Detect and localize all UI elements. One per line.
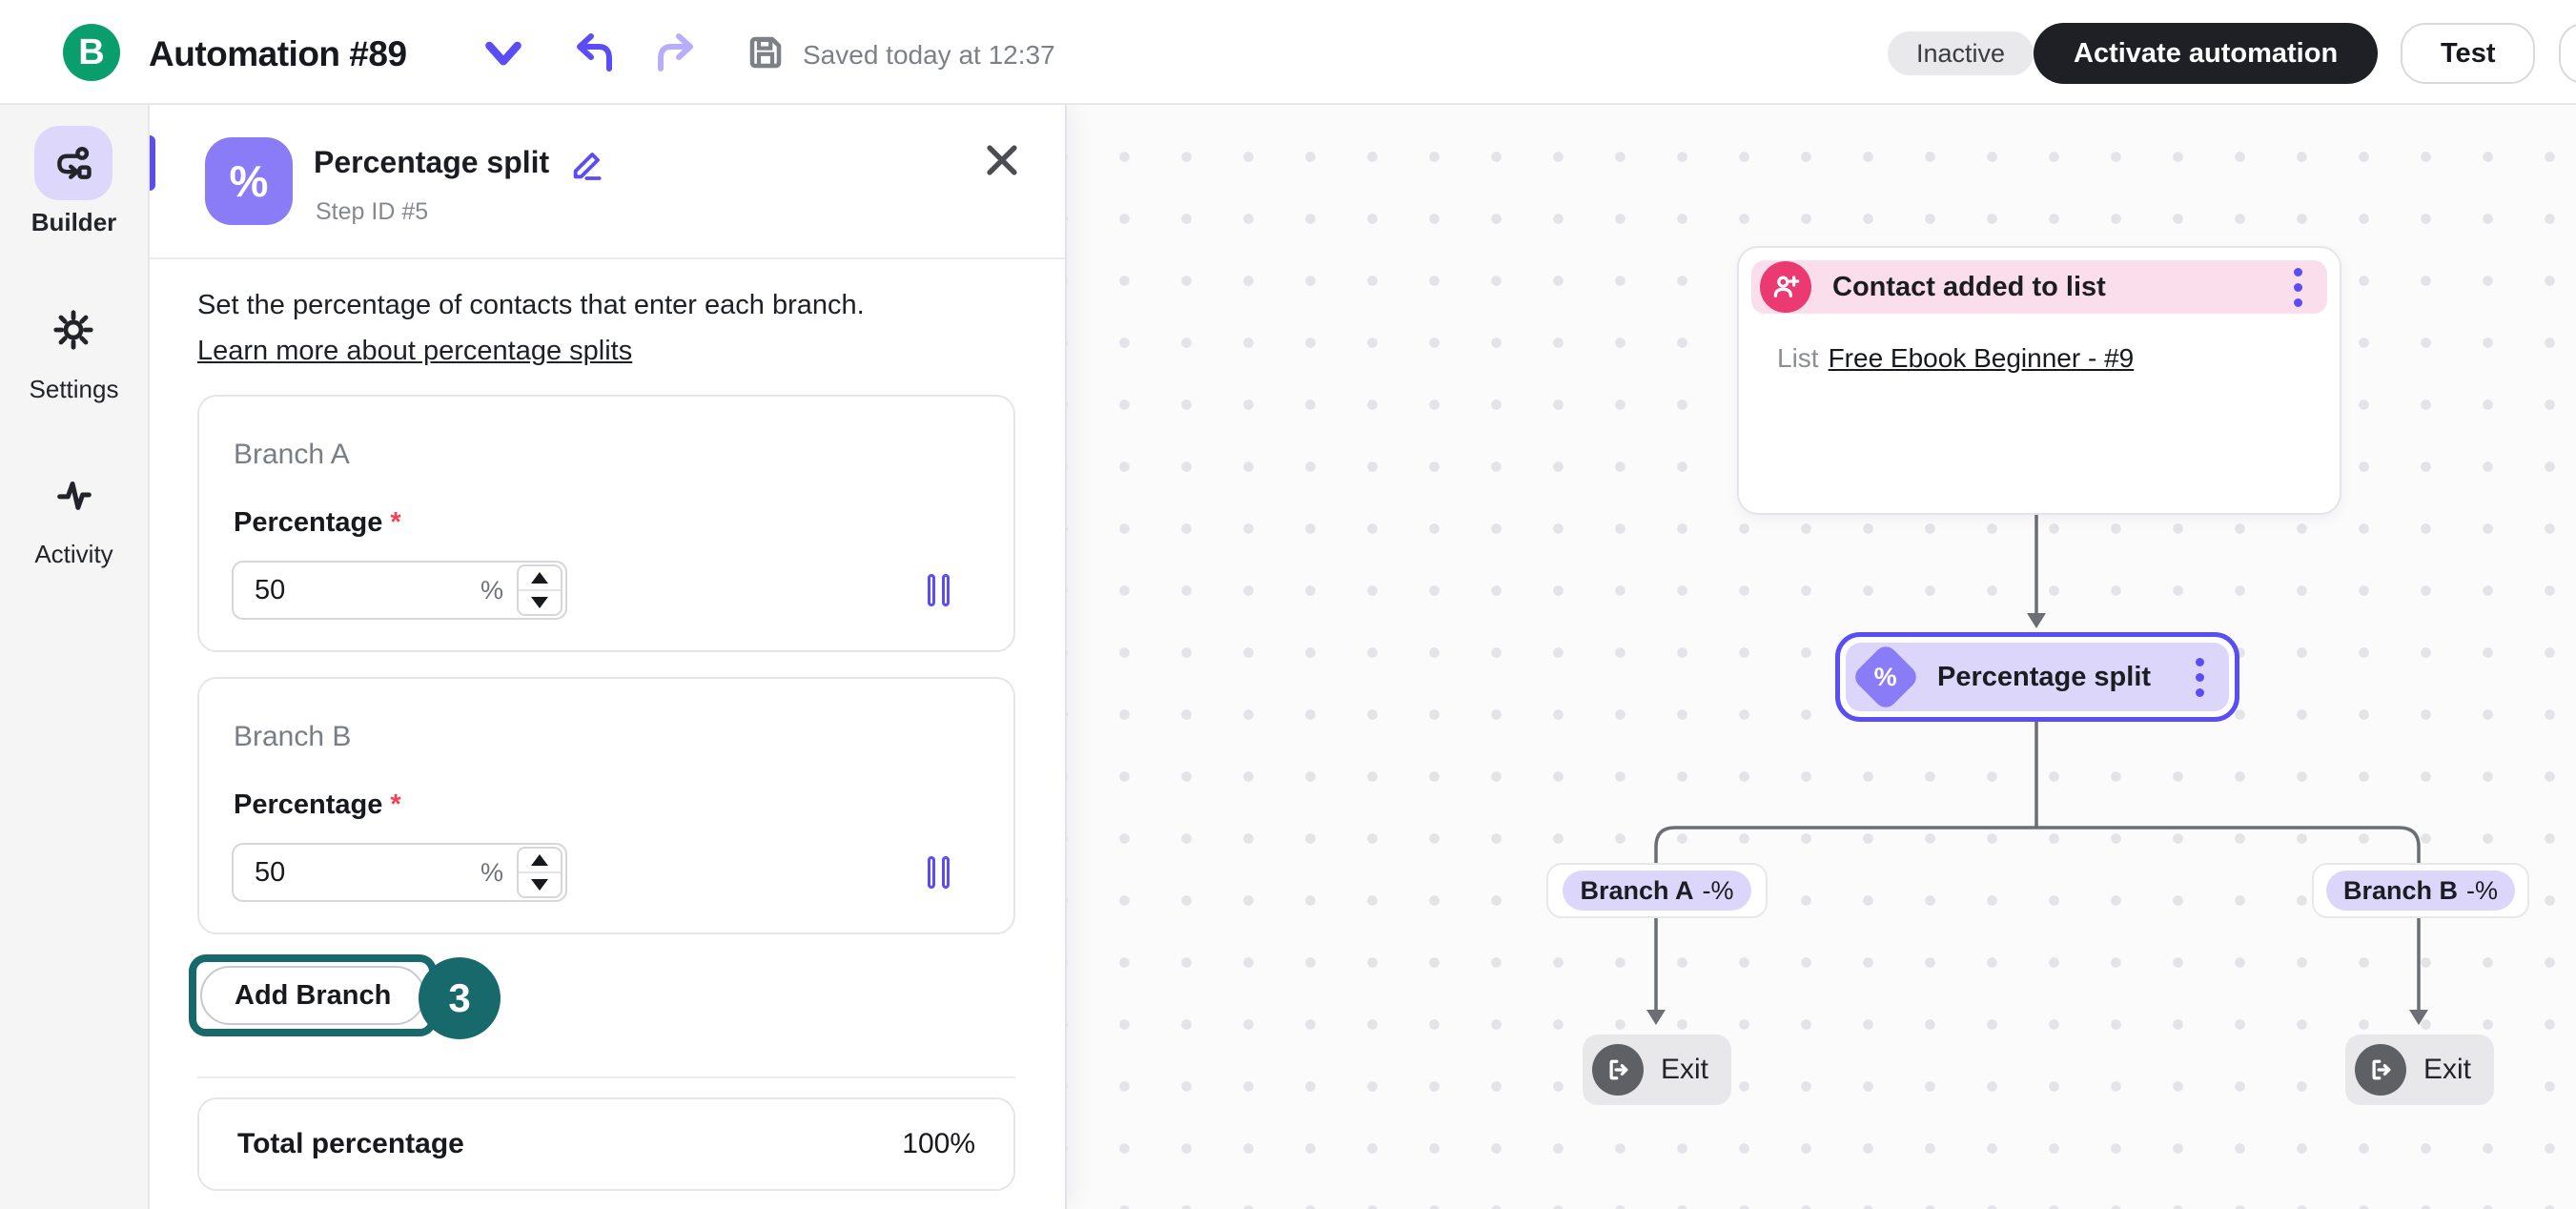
list-link[interactable]: Free Ebook Beginner - #9 <box>1828 343 2135 373</box>
connector-edges <box>1646 515 2428 1025</box>
panel-description: Set the percentage of contacts that ente… <box>197 282 865 374</box>
split-node-menu-icon[interactable] <box>2195 657 2204 697</box>
split-node-inner: % Percentage split <box>1846 642 2229 712</box>
branch-b-percentage-inputwrap: % <box>232 843 567 902</box>
activity-pulse-icon <box>35 458 113 532</box>
save-icon <box>749 36 782 69</box>
panel-title: Percentage split <box>314 145 550 179</box>
percent-glyph: % <box>229 156 269 206</box>
undo-icon[interactable] <box>574 31 620 76</box>
close-icon[interactable] <box>981 139 1023 181</box>
learn-more-link[interactable]: Learn more about percentage splits <box>197 336 633 366</box>
percent-unit: % <box>480 575 503 604</box>
exit-label: Exit <box>1661 1054 1709 1085</box>
branch-b-tag-suffix: -% <box>2466 875 2499 905</box>
branch-a-tag-name: Branch A <box>1580 875 1694 905</box>
branch-a-card: Branch A Percentage* % <box>197 395 1015 652</box>
required-asterisk: * <box>390 789 401 820</box>
stepper-down-button[interactable] <box>519 873 561 896</box>
description-text: Set the percentage of contacts that ente… <box>197 290 865 320</box>
exit-icon <box>2355 1044 2406 1096</box>
percent-diamond-icon: % <box>1850 642 1921 712</box>
sidebar-item-activity[interactable]: Activity <box>34 458 113 569</box>
branch-b-card: Branch B Percentage* % <box>197 677 1015 934</box>
gear-icon <box>34 293 112 367</box>
exit-icon <box>1592 1044 1644 1096</box>
onboarding-highlight-ring: Add Branch <box>189 954 438 1036</box>
branch-a-name: Branch A <box>234 439 350 470</box>
brevo-logo: B <box>63 24 120 81</box>
branch-a-tag[interactable]: Branch A -% <box>1546 863 1768 918</box>
list-prefix: List <box>1777 343 1819 373</box>
percentage-split-icon: % <box>205 137 293 225</box>
trigger-node-contact-added[interactable]: Contact added to list List Free Ebook Be… <box>1737 246 2341 515</box>
branch-b-stepper <box>517 847 562 898</box>
contact-add-icon <box>1760 261 1811 313</box>
top-bar: B Automation #89 Saved today at 12:37 In… <box>0 0 2576 105</box>
trigger-node-title: Contact added to list <box>1832 271 2106 302</box>
percentage-field-label: Percentage* <box>234 789 401 821</box>
drag-handle-icon[interactable] <box>928 856 954 889</box>
exit-node-branch-b[interactable]: Exit <box>2345 1035 2494 1105</box>
automation-canvas[interactable]: Contact added to list List Free Ebook Be… <box>1067 105 2576 1209</box>
branch-b-percentage-input[interactable] <box>234 845 480 900</box>
redo-icon[interactable] <box>650 31 696 76</box>
exit-node-branch-a[interactable]: Exit <box>1583 1035 1731 1105</box>
stepper-up-button[interactable] <box>519 566 561 591</box>
percent-glyph: % <box>1873 662 1898 691</box>
left-sidebar: Builder Settings <box>0 105 150 1209</box>
divider <box>197 1076 1015 1078</box>
test-button[interactable]: Test <box>2401 23 2536 84</box>
add-branch-button[interactable]: Add Branch <box>200 966 426 1025</box>
stepper-up-button[interactable] <box>519 849 561 873</box>
builder-flow-icon <box>34 126 113 200</box>
trigger-node-body: List Free Ebook Beginner - #9 <box>1777 343 2134 374</box>
total-percentage-value: 100% <box>902 1128 975 1159</box>
total-percentage-label: Total percentage <box>237 1128 464 1159</box>
drag-handle-icon[interactable] <box>928 574 954 606</box>
title-chevron-down-icon[interactable] <box>482 38 524 71</box>
stepper-down-button[interactable] <box>519 591 561 614</box>
branch-a-stepper <box>517 564 562 616</box>
sidebar-item-builder[interactable]: Builder <box>31 126 117 237</box>
total-percentage-card: Total percentage 100% <box>197 1097 1015 1191</box>
step-config-panel: % Percentage split Step ID #5 Set the pe… <box>144 105 1067 1209</box>
onboarding-step-badge: 3 <box>419 957 501 1039</box>
split-node-percentage[interactable]: % Percentage split <box>1835 632 2239 722</box>
branch-a-percentage-input[interactable] <box>234 563 480 618</box>
percent-unit: % <box>480 857 503 887</box>
branch-b-tag[interactable]: Branch B -% <box>2312 863 2529 918</box>
percentage-field-label: Percentage* <box>234 507 401 539</box>
panel-header: % Percentage split Step ID #5 <box>150 105 1065 259</box>
branch-a-pill: Branch A -% <box>1563 871 1751 911</box>
status-badge: Inactive <box>1888 31 2034 75</box>
split-node-title: Percentage split <box>1937 661 2152 692</box>
trigger-node-header: Contact added to list <box>1751 260 2327 314</box>
branch-a-tag-suffix: -% <box>1702 875 1734 905</box>
branch-a-percentage-inputwrap: % <box>232 561 567 620</box>
exit-label: Exit <box>2423 1054 2472 1085</box>
overflow-button-partial[interactable] <box>2559 23 2576 84</box>
sidebar-label-builder: Builder <box>31 208 117 236</box>
saved-status: Saved today at 12:37 <box>803 40 1055 70</box>
sidebar-label-activity: Activity <box>34 540 113 568</box>
brevo-logo-letter: B <box>78 31 105 72</box>
edit-pencil-icon[interactable] <box>569 145 607 183</box>
activate-automation-button[interactable]: Activate automation <box>2034 23 2379 84</box>
branch-b-pill: Branch B -% <box>2325 871 2516 911</box>
step-id: Step ID #5 <box>316 198 429 225</box>
field-label-text: Percentage <box>234 507 383 538</box>
sidebar-label-settings: Settings <box>29 375 119 403</box>
trigger-node-menu-icon[interactable] <box>2293 267 2302 307</box>
branch-b-tag-name: Branch B <box>2342 875 2459 905</box>
field-label-text: Percentage <box>234 789 383 820</box>
branch-b-name: Branch B <box>234 721 352 752</box>
required-asterisk: * <box>390 507 401 538</box>
sidebar-item-settings[interactable]: Settings <box>29 293 119 404</box>
automation-title: Automation #89 <box>149 34 407 73</box>
